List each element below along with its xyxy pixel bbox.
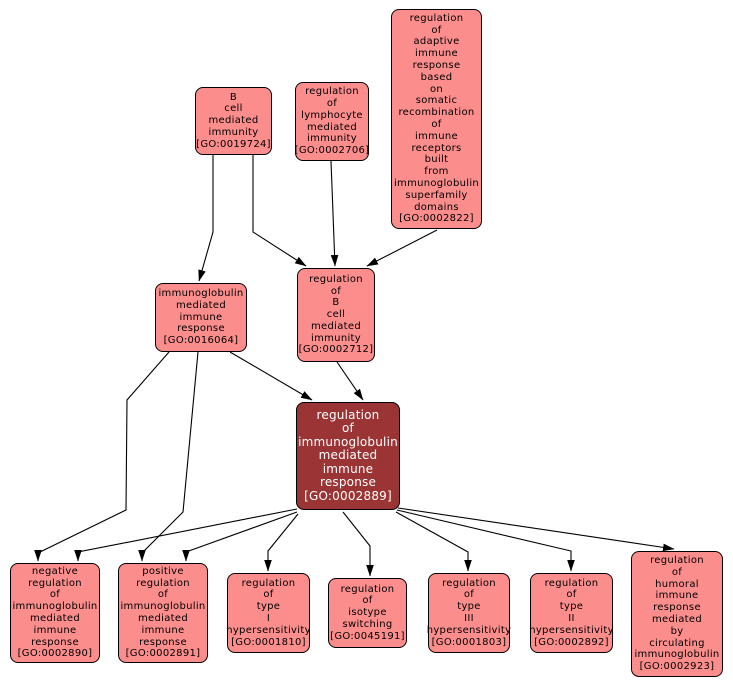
node-go-0002822[interactable]: regulation of adaptive immune response b… [391, 9, 482, 229]
node-go-0002706[interactable]: regulation of lymphocyte mediated immuni… [295, 82, 369, 161]
edge-0002889-to-0002923 [397, 507, 675, 552]
node-go-0045191[interactable]: regulation of isotype switching [GO:0045… [328, 578, 407, 648]
edge-0002889-to-0045191 [342, 511, 374, 577]
node-go-0002890[interactable]: negative regulation of immunoglobulin me… [10, 563, 100, 663]
edge-0002712-to-0002889 [336, 361, 364, 401]
node-go-0002712[interactable]: regulation of B cell mediated immunity [… [297, 268, 375, 362]
edge-0002706-to-0002712 [330, 160, 339, 267]
node-go-0002923[interactable]: regulation of humoral immune response me… [631, 551, 723, 677]
edge-0016064-to-0002889 [229, 351, 313, 401]
node-go-0002891[interactable]: positive regulation of immunoglobulin me… [118, 563, 208, 663]
node-go-0016064[interactable]: immunoglobulin mediated immune response … [155, 283, 247, 352]
edge-0016064-to-0002890 [34, 351, 170, 562]
edge-0019724-to-0002712 [252, 155, 307, 267]
node-go-0002889-focus[interactable]: regulation of immunoglobulin mediated im… [296, 402, 400, 510]
node-go-0019724[interactable]: B cell mediated immunity [GO:0019724] [195, 87, 272, 155]
edge-0002889-to-0001810 [264, 513, 299, 572]
node-go-0001803[interactable]: regulation of type III hypersensitivity … [427, 573, 511, 653]
edge-0002889-to-0001803 [395, 511, 472, 572]
edge-0002889-to-0002890 [74, 508, 298, 562]
edge-0002889-to-0002892 [396, 509, 575, 572]
edge-0016064-to-0002891 [138, 351, 199, 562]
node-go-0002892[interactable]: regulation of type II hypersensitivity [… [529, 573, 613, 653]
edge-0002822-to-0002712 [366, 229, 438, 267]
node-go-0001810[interactable]: regulation of type I hypersensitivity [G… [226, 573, 310, 653]
edge-0019724-to-0016064 [198, 155, 214, 282]
edge-0002889-to-0002891 [182, 511, 298, 562]
